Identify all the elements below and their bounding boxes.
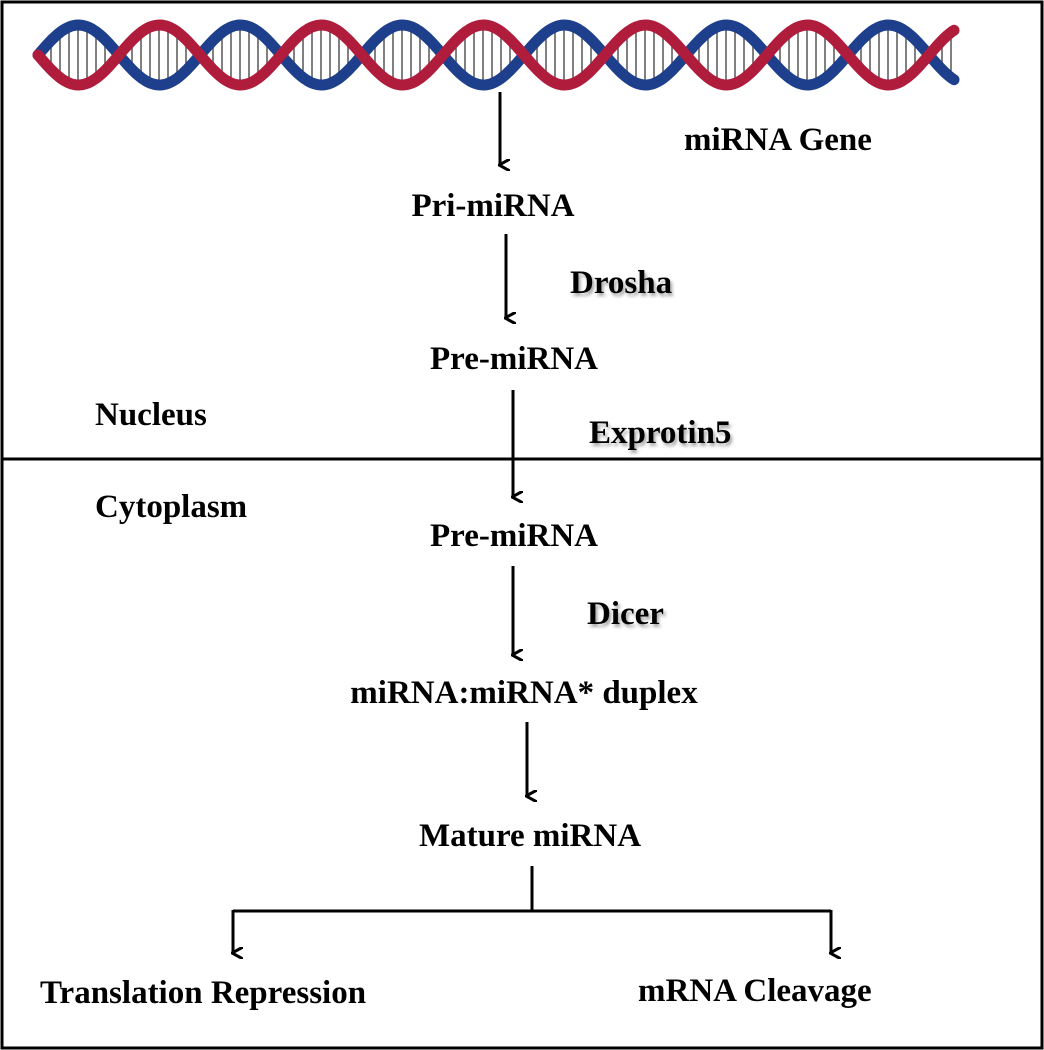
pre-mirna-nucleus-label: Pre-miRNA (430, 341, 598, 377)
translation-repression-label: Translation Repression (40, 975, 367, 1011)
pri-mirna-label: Pri-miRNA (411, 188, 575, 224)
mirna-gene-label: miRNA Gene (684, 122, 872, 158)
mature-mirna-label: Mature miRNA (418, 818, 642, 854)
drosha-label: Drosha (570, 265, 673, 301)
branch-connector (233, 866, 831, 953)
cytoplasm-label: Cytoplasm (95, 489, 248, 525)
pre-mirna-cytoplasm-label: Pre-miRNA (430, 518, 598, 554)
duplex-label: miRNA:miRNA* duplex (350, 675, 698, 711)
mrna-cleavage-label: mRNA Cleavage (638, 973, 872, 1009)
dicer-label: Dicer (587, 596, 664, 632)
exportin-label: Exprotin5 (589, 415, 732, 451)
nucleus-label: Nucleus (95, 397, 207, 433)
dna-helix-icon (32, 19, 960, 91)
